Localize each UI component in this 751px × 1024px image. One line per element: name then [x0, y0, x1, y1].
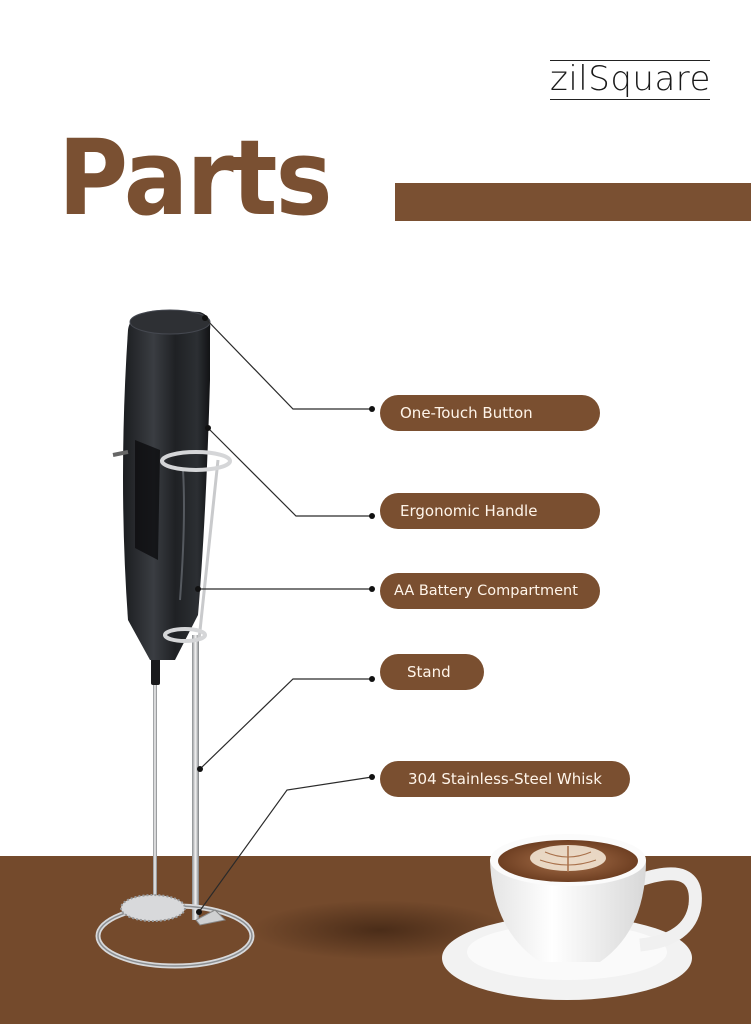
part-label-ergonomic-handle: Ergonomic Handle — [380, 493, 600, 529]
part-label-text: 304 Stainless-Steel Whisk — [408, 770, 602, 788]
part-label-stand: Stand — [380, 654, 484, 690]
brand-logo: zilSquare — [550, 59, 711, 100]
part-label-text: One-Touch Button — [400, 404, 533, 422]
part-label-text: AA Battery Compartment — [394, 583, 578, 599]
page-title: Parts — [58, 117, 333, 239]
part-label-stainless-steel-whisk: 304 Stainless-Steel Whisk — [380, 761, 630, 797]
part-label-aa-battery-compartment: AA Battery Compartment — [380, 573, 600, 609]
part-label-text: Ergonomic Handle — [400, 502, 538, 520]
part-label-one-touch-button: One-Touch Button — [380, 395, 600, 431]
title-accent-bar — [395, 183, 751, 221]
part-label-text: Stand — [407, 663, 451, 681]
